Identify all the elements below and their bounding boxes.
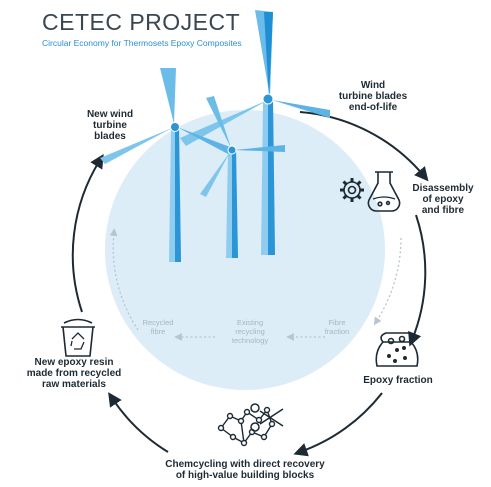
arrow-chemcycling-to-resin [108, 392, 169, 453]
arrow-end-of-life-to-disassembly [299, 111, 429, 182]
turbine-middle [200, 96, 285, 258]
page-title: CETEC PROJECT [42, 9, 241, 35]
recycle-bucket-icon [61, 318, 95, 357]
scissors-icon [250, 403, 284, 432]
arrow-disassembly-to-epoxy [408, 214, 427, 347]
arrow-epoxy-to-chemcycling [293, 392, 383, 457]
background-bubble [105, 110, 385, 390]
gear-icon [340, 178, 364, 202]
molecule-icon [217, 406, 276, 447]
sack-icon [375, 332, 419, 367]
turbine-left [100, 68, 230, 262]
page-subtitle: Circular Economy for Thermosets Epoxy Co… [42, 38, 242, 48]
label-epoxy-fraction: Epoxy fraction [363, 375, 433, 386]
dotted-arrow-to-blades [109, 228, 139, 331]
turbine-right [180, 10, 330, 255]
wind-turbines [100, 10, 330, 262]
arrow-resin-to-blades [71, 154, 104, 313]
flask-icon [367, 171, 401, 212]
